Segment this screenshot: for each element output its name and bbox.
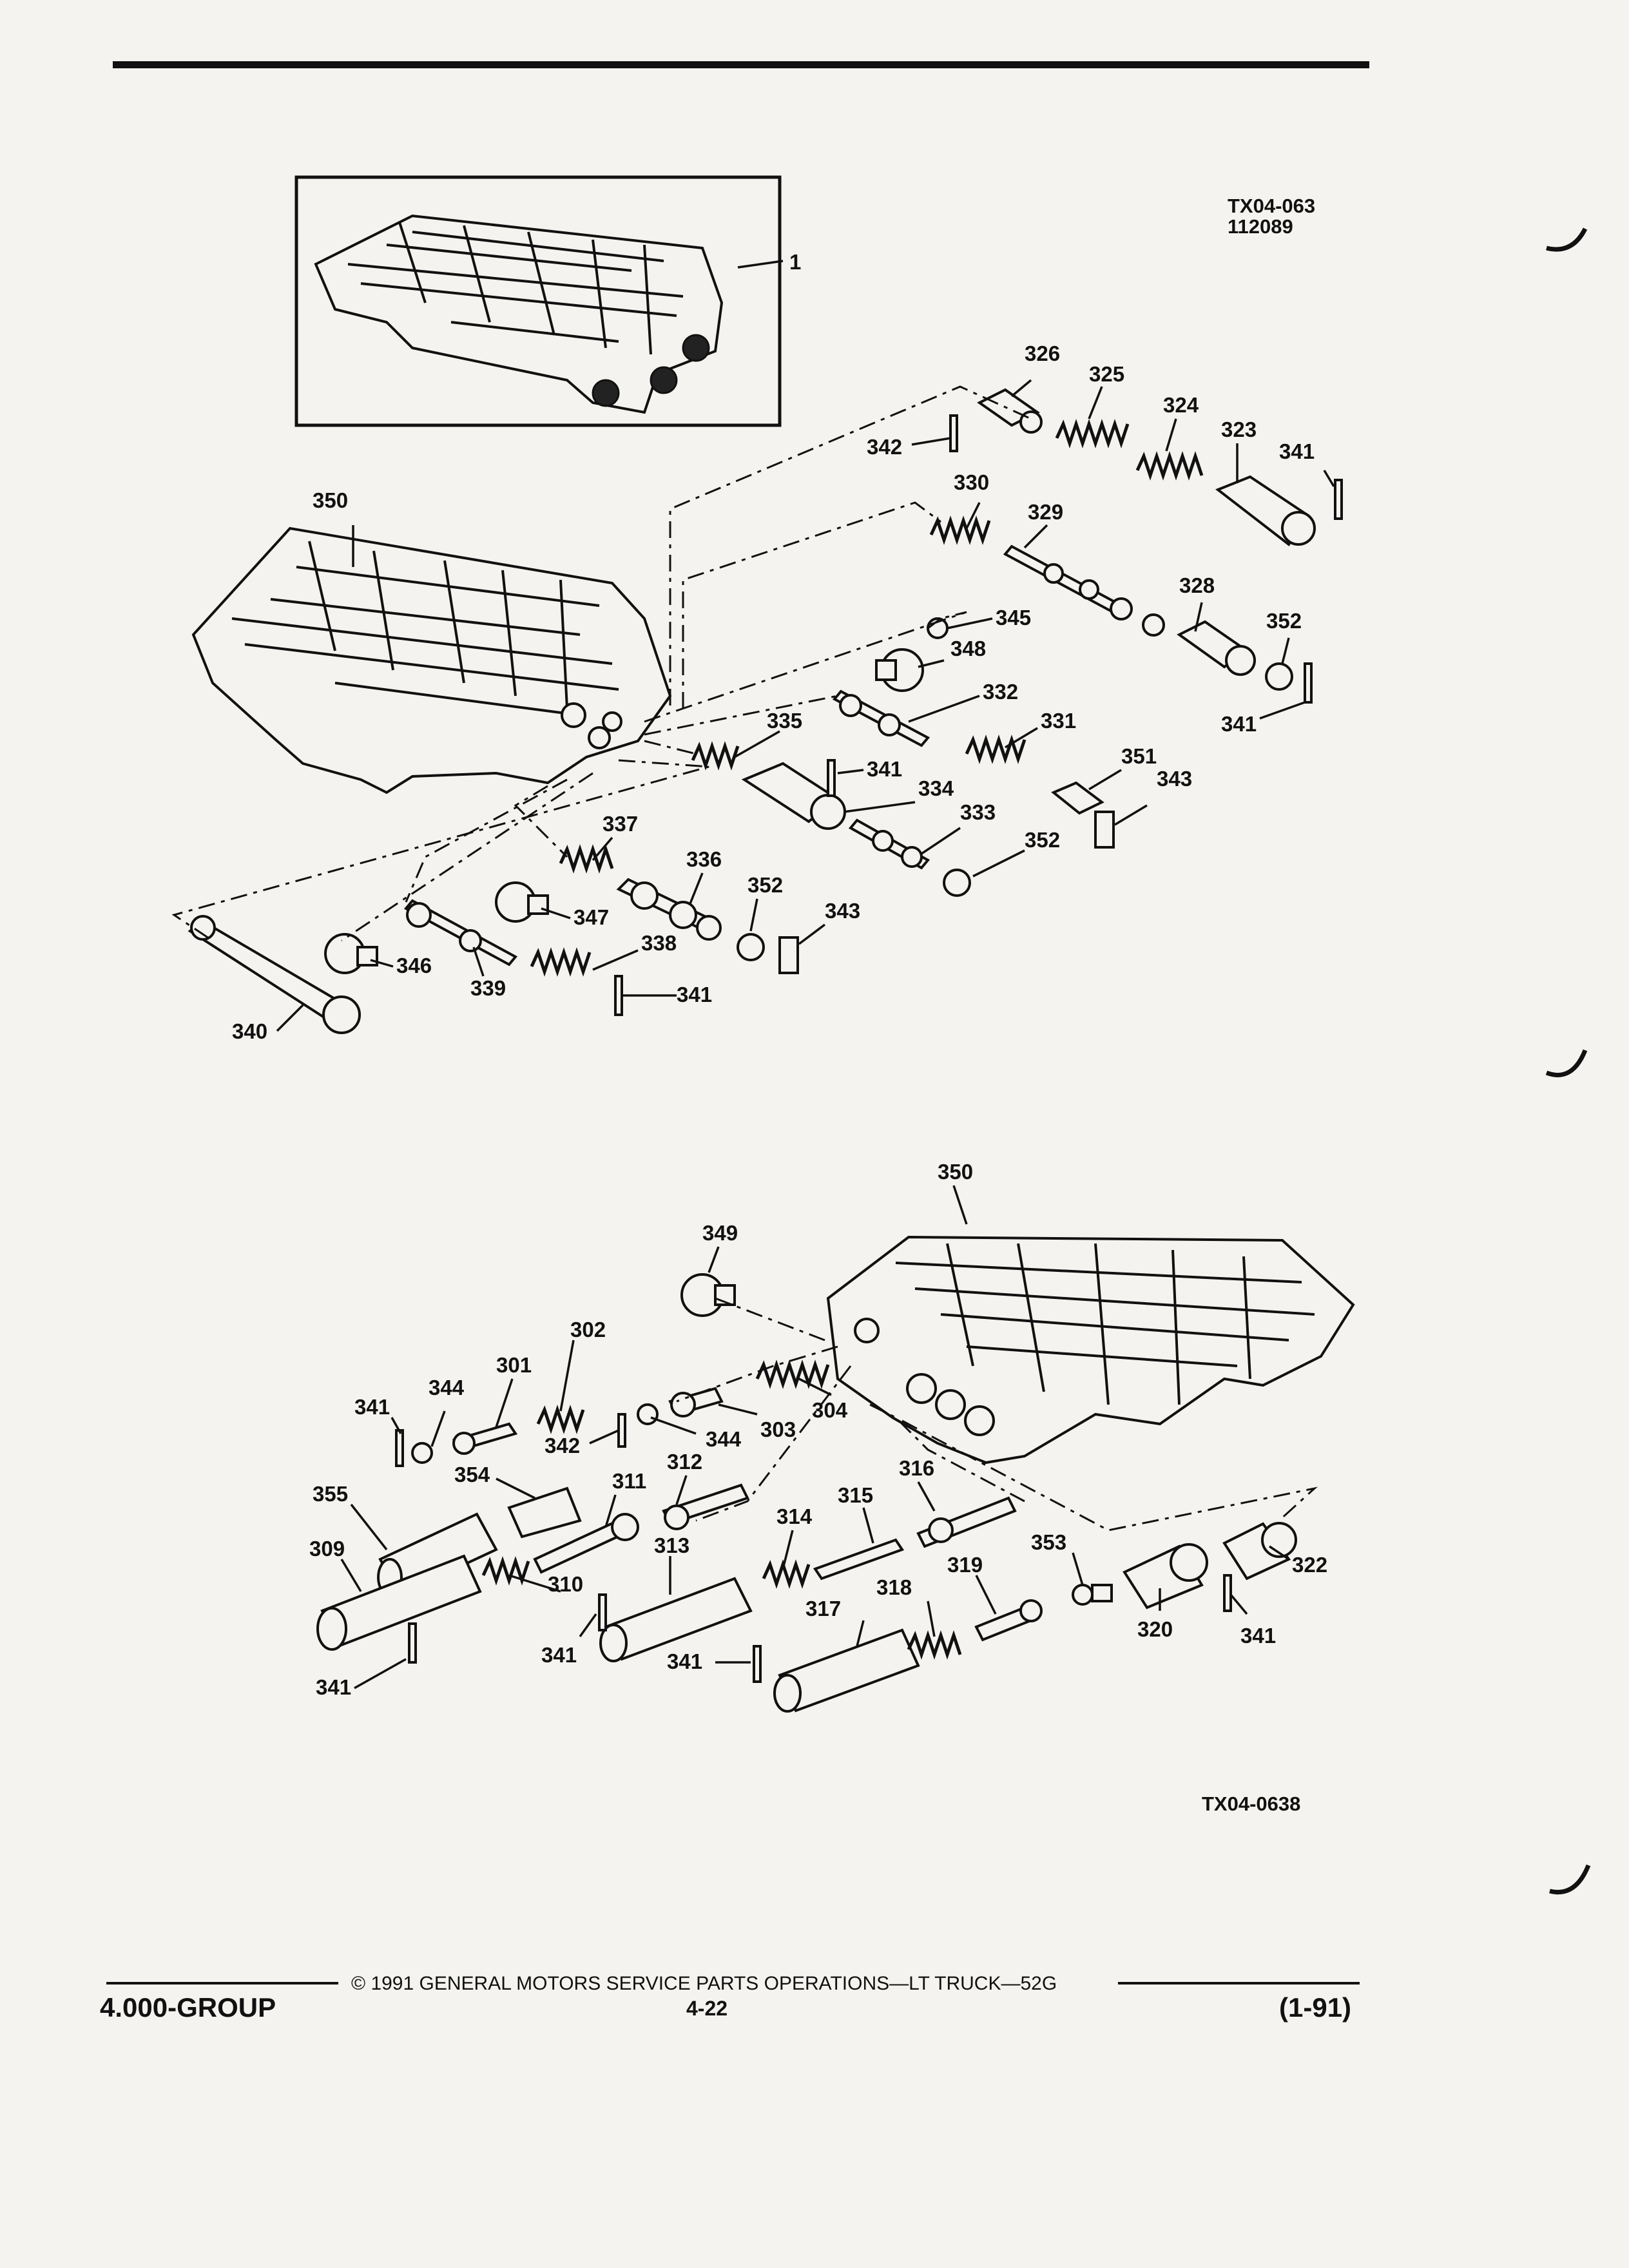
callout-312: 312 xyxy=(667,1450,702,1474)
callout-341: 341 xyxy=(1221,712,1257,736)
lower-parts xyxy=(316,1185,1318,1713)
top-figure-date: 112089 xyxy=(1228,215,1293,238)
callout-328: 328 xyxy=(1179,573,1215,597)
copyright-line: © 1991 GENERAL MOTORS SERVICE PARTS OPER… xyxy=(351,1973,1057,1994)
callout-342: 342 xyxy=(867,435,902,459)
callout-344: 344 xyxy=(429,1376,465,1399)
callout-330: 330 xyxy=(954,470,989,494)
callout-324: 324 xyxy=(1163,393,1199,417)
callout-348: 348 xyxy=(950,637,986,660)
callout-341: 341 xyxy=(541,1643,577,1667)
callout-341: 341 xyxy=(867,757,902,781)
callout-343: 343 xyxy=(825,899,860,923)
callout-311: 311 xyxy=(612,1469,646,1493)
callout-310: 310 xyxy=(548,1572,583,1596)
callout-322: 322 xyxy=(1292,1553,1327,1577)
callout-309: 309 xyxy=(309,1537,345,1561)
callout-326: 326 xyxy=(1025,341,1060,365)
callout-336: 336 xyxy=(686,847,722,871)
callout-315: 315 xyxy=(838,1483,873,1507)
page-number: 4-22 xyxy=(686,1997,728,2020)
callout-313: 313 xyxy=(654,1533,689,1557)
callout-303: 303 xyxy=(760,1418,796,1441)
callout-341: 341 xyxy=(354,1395,390,1419)
lower-valve-body xyxy=(826,1235,1355,1465)
callout-316: 316 xyxy=(899,1456,934,1480)
callout-341: 341 xyxy=(316,1675,351,1699)
page-footer: © 1991 GENERAL MOTORS SERVICE PARTS OPER… xyxy=(100,1973,1360,2023)
callout-340: 340 xyxy=(232,1019,267,1043)
callout-343: 343 xyxy=(1157,767,1192,791)
callout-349: 349 xyxy=(702,1221,738,1245)
callout-346: 346 xyxy=(396,954,432,977)
callout-317: 317 xyxy=(805,1597,841,1620)
header-rule xyxy=(113,61,1369,68)
callout-337: 337 xyxy=(602,812,638,836)
callout-335: 335 xyxy=(767,709,802,733)
upper-parts xyxy=(171,379,1343,1034)
callout-323: 323 xyxy=(1221,418,1257,441)
bottom-figure-code: TX04-0638 xyxy=(1202,1792,1300,1815)
callout-352: 352 xyxy=(1025,828,1060,852)
callout-302: 302 xyxy=(570,1318,606,1341)
callout-329: 329 xyxy=(1028,500,1063,524)
callout-341: 341 xyxy=(1240,1624,1276,1648)
callout-labels: 1 326 325 324 323 341 342 330 329 350 32… xyxy=(232,250,1327,1699)
callout-341: 341 xyxy=(677,983,712,1006)
callout-354: 354 xyxy=(454,1463,490,1486)
callout-342: 342 xyxy=(545,1434,580,1457)
callout-344: 344 xyxy=(706,1427,742,1451)
callout-314: 314 xyxy=(776,1504,813,1528)
callout-301: 301 xyxy=(496,1353,532,1377)
top-figure-code: TX04-063 xyxy=(1228,195,1315,217)
callout-332: 332 xyxy=(983,680,1018,704)
callout-352: 352 xyxy=(1266,609,1302,633)
callout-347: 347 xyxy=(574,905,609,929)
revision-label: (1-91) xyxy=(1279,1992,1351,2023)
group-label: 4.000-GROUP xyxy=(100,1992,276,2023)
callout-320: 320 xyxy=(1137,1617,1173,1641)
callout-1: 1 xyxy=(789,250,801,274)
callout-355: 355 xyxy=(313,1482,348,1506)
callout-318: 318 xyxy=(876,1575,912,1599)
callout-350: 350 xyxy=(938,1160,973,1184)
callout-319: 319 xyxy=(947,1553,983,1577)
callout-353: 353 xyxy=(1031,1530,1066,1554)
callout-339: 339 xyxy=(470,976,506,1000)
callout-331: 331 xyxy=(1041,709,1076,733)
callout-338: 338 xyxy=(641,931,677,955)
upper-valve-body xyxy=(191,526,672,794)
callout-325: 325 xyxy=(1089,362,1124,386)
callout-352: 352 xyxy=(747,873,783,897)
callout-345: 345 xyxy=(996,606,1031,629)
callout-334: 334 xyxy=(918,776,954,800)
callout-304: 304 xyxy=(812,1398,848,1422)
callout-333: 333 xyxy=(960,800,996,824)
callout-351: 351 xyxy=(1121,744,1157,768)
callout-341: 341 xyxy=(667,1649,702,1673)
callout-341: 341 xyxy=(1279,439,1315,463)
inset-valve-body-assembly xyxy=(294,175,784,427)
callout-350: 350 xyxy=(313,488,348,512)
binder-marks xyxy=(1545,227,1591,1895)
